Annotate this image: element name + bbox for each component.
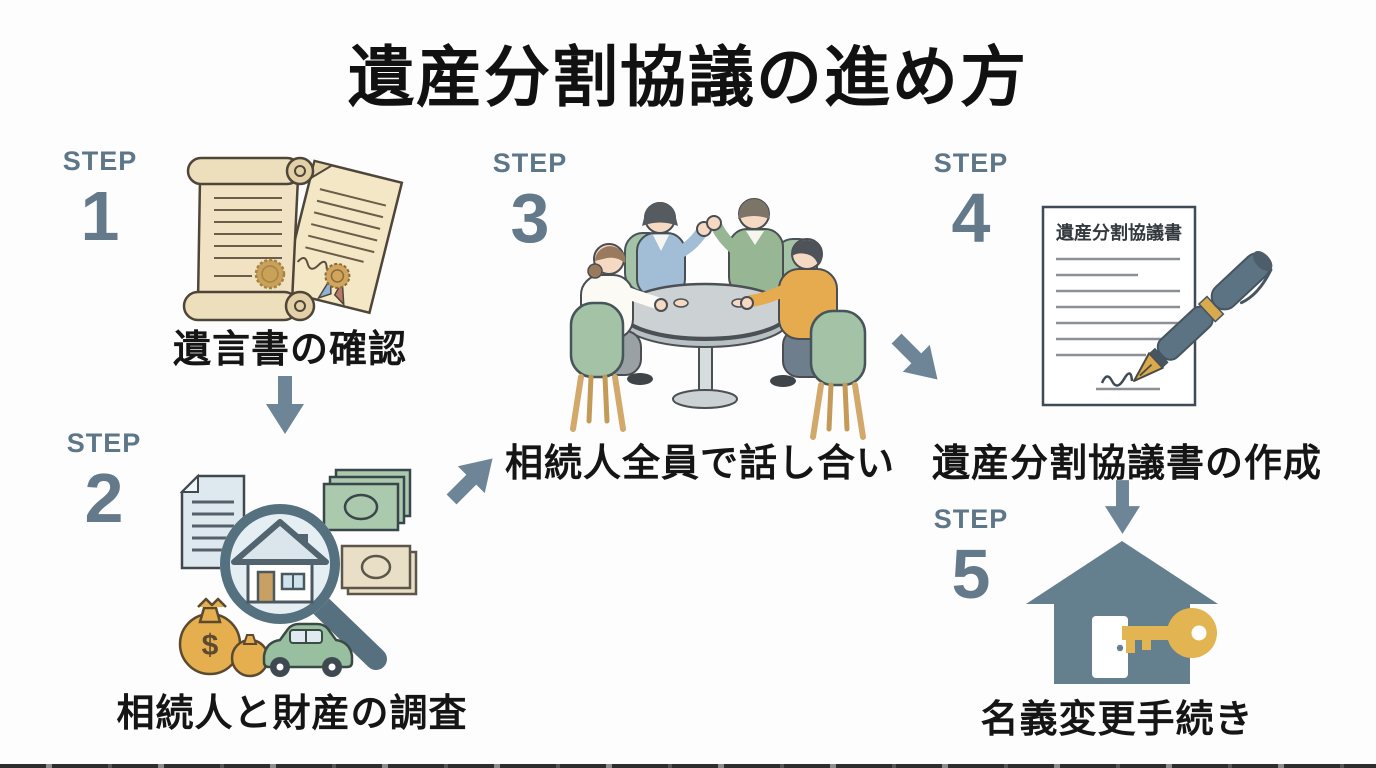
step-2-caption: 相続人と財産の調査 [116, 693, 468, 735]
step-4-label: STEP 4 [929, 148, 1013, 257]
chair-front-right [809, 309, 867, 440]
arrow-up-right-icon [446, 458, 493, 505]
arrow-down-right-icon [891, 333, 938, 380]
money-bag-icon: $ [178, 597, 270, 678]
magnifier-icon [220, 504, 387, 670]
step-2-word: STEP [66, 428, 142, 458]
chair-front-left [569, 301, 626, 432]
signature-squiggle [1100, 372, 1134, 387]
step-5-caption: 名義変更手続き [980, 699, 1254, 741]
banknote-stack-icon [322, 468, 412, 532]
step-3-word: STEP [492, 148, 568, 178]
currency-symbol: $ [202, 629, 219, 662]
step-2-label: STEP 2 [62, 428, 146, 537]
rosette-seal-icon [324, 262, 351, 289]
asset-search-illustration: $ [178, 468, 418, 678]
person-green-sweater [706, 198, 784, 296]
agreement-document-title: 遺産分割協議書 [1056, 222, 1182, 243]
will-scrolls-illustration [182, 156, 404, 322]
house-icon [231, 519, 329, 604]
key-icon [1122, 608, 1217, 658]
house-key-illustration [1026, 541, 1218, 684]
pen-clip [1239, 268, 1273, 305]
agreement-document-icon: 遺産分割協議書 [1041, 205, 1197, 407]
person-blue-cardigan [636, 202, 712, 298]
agreement-signing-illustration: 遺産分割協議書 [1041, 205, 1273, 407]
step-4-caption: 遺産分割協議書の作成 [931, 443, 1323, 485]
arrow-down-icon [266, 376, 304, 434]
bottom-edge-strip [0, 764, 1376, 768]
step-1-number: 1 [80, 177, 120, 255]
money-bag-small-icon [230, 638, 270, 678]
step-2-number: 2 [84, 459, 124, 537]
step-5-word: STEP [933, 504, 1009, 534]
step-3-label: STEP 3 [488, 148, 572, 257]
banknote-beige-icon [340, 544, 418, 596]
arrow-down-icon-2 [1104, 480, 1141, 534]
car-icon [262, 622, 354, 677]
step-5-number: 5 [951, 535, 991, 613]
step-1-label: STEP 1 [58, 146, 142, 255]
step-4-number: 4 [951, 179, 991, 257]
page-title: 遺産分割協議の進め方 [348, 40, 1028, 114]
step-3-number: 3 [510, 179, 550, 257]
step-1-caption: 遺言書の確認 [172, 329, 408, 371]
wax-seal-icon [254, 258, 286, 290]
step-4-word: STEP [933, 148, 1009, 178]
step-3-caption: 相続人全員で話し合い [504, 443, 896, 485]
fountain-pen-icon [1133, 250, 1273, 382]
scroll-icon [182, 156, 316, 322]
family-meeting-illustration [569, 198, 867, 440]
step-1-word: STEP [62, 146, 138, 176]
step-5-label: STEP 5 [929, 504, 1013, 613]
